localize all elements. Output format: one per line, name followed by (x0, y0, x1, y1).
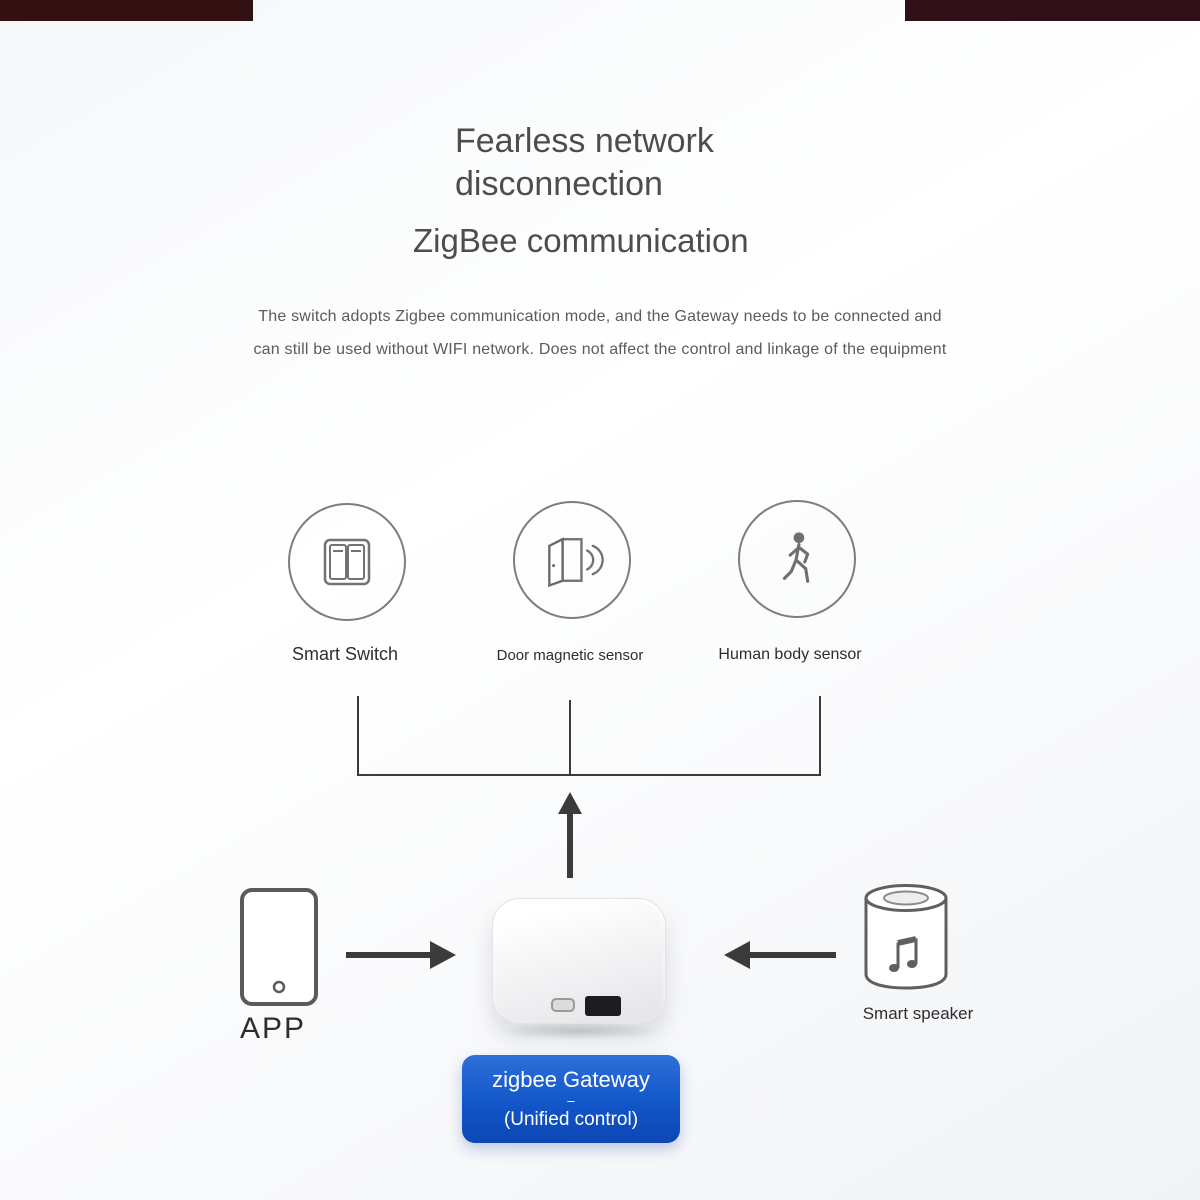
gateway-badge-subtitle: (Unified control) (503, 1109, 639, 1130)
page-subtitle: ZigBee communication (413, 222, 749, 259)
gateway-shadow (498, 1022, 660, 1040)
gateway-usb-port (551, 998, 575, 1012)
smart-speaker-label: Smart speaker (862, 1004, 974, 1023)
description-paragraph: The switch adopts Zigbee communication m… (0, 308, 1200, 374)
description-line-2: can still be used without WIFI network. … (253, 341, 947, 358)
smart-switch-circle (288, 503, 406, 621)
human-body-sensor-label: Human body sensor (718, 646, 862, 663)
door-sensor-label: Door magnetic sensor (496, 647, 644, 664)
human-body-sensor-icon (782, 532, 810, 583)
right-arrow-icon (430, 941, 456, 969)
gateway-badge-title: zigbee Gateway (492, 1067, 650, 1092)
left-arrow-stem (750, 952, 836, 958)
top-right-banner-strip (905, 0, 1200, 21)
gateway-badge: zigbee Gateway – (Unified control) (462, 1055, 680, 1143)
connector-line-horizontal (357, 774, 821, 776)
connector-line-right (819, 696, 821, 774)
connector-line-middle (569, 700, 571, 774)
description-line-1: The switch adopts Zigbee communication m… (258, 308, 942, 325)
top-left-banner-strip (0, 0, 253, 21)
title-line-2: disconnection (455, 165, 663, 203)
left-arrow-icon (724, 941, 750, 969)
gateway-ethernet-port (585, 996, 621, 1016)
smart-speaker-icon (864, 884, 948, 990)
smart-switch-icon (323, 538, 371, 586)
title-line-1: Fearless network (455, 122, 714, 160)
app-label: APP (240, 1012, 307, 1045)
human-body-sensor-circle (738, 500, 856, 618)
right-arrow-stem (346, 952, 430, 958)
door-sensor-icon (548, 537, 604, 588)
page-title: Fearless network disconnection (455, 120, 714, 206)
smartphone-icon (240, 888, 318, 1006)
smart-switch-label: Smart Switch (291, 644, 399, 664)
gateway-badge-dash: – (567, 1093, 575, 1108)
zigbee-gateway-device (492, 898, 666, 1024)
connector-line-left (357, 696, 359, 774)
door-sensor-circle (513, 501, 631, 619)
up-arrow-icon (558, 792, 582, 814)
up-arrow-stem (567, 812, 573, 878)
